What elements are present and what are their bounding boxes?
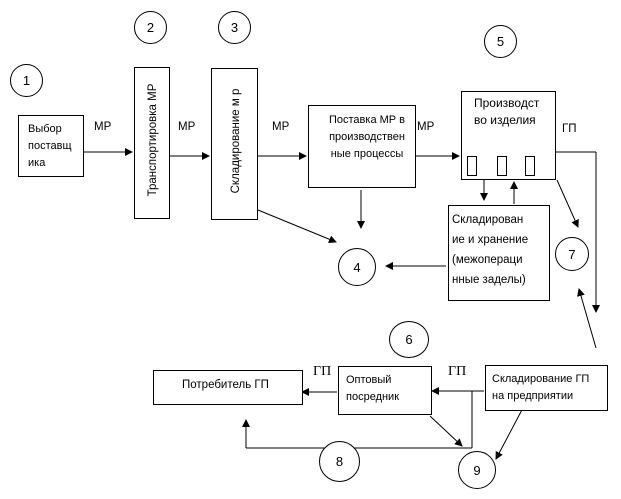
- fp-storage-box: Складирование ГП на предприятии: [485, 365, 608, 411]
- transport-label: Транспортировка МР: [147, 83, 159, 197]
- production-box: Производст во изделия: [461, 91, 556, 180]
- flow-label-mr-3: МР: [272, 121, 290, 133]
- flow-label-mr-1: МР: [94, 121, 112, 133]
- interop-storage-box: Складирован ие и хранение (межопераци нн…: [448, 205, 550, 301]
- supplier-selection-box: Выбор поставщ ика: [18, 115, 84, 177]
- fp-storage-label: Складирование ГП на предприятии: [492, 373, 590, 402]
- step-circle-8: 8: [319, 441, 360, 482]
- flow-label-gp-production: ГП: [562, 123, 577, 135]
- supply-production-box: Поставка МР в производствен ные процессы: [308, 105, 416, 188]
- step-circle-7: 7: [555, 237, 589, 271]
- supply-production-label: Поставка МР в производствен ные процессы: [328, 114, 406, 160]
- operation-block-2: [497, 156, 507, 176]
- supplier-selection-label: Выбор поставщ ика: [28, 123, 72, 169]
- flow-label-mr-4: МР: [417, 121, 435, 133]
- consumer-label: Потребитель ГП: [182, 379, 269, 391]
- step-circle-3: 3: [218, 11, 251, 44]
- storage-mr-box: Складирование м р: [211, 68, 258, 220]
- wholesaler-label: Оптовый посредник: [346, 374, 400, 403]
- production-label: Производст во изделия: [474, 96, 540, 127]
- step-circle-2: 2: [134, 11, 167, 44]
- wholesaler-box: Оптовый посредник: [338, 366, 432, 415]
- transport-box: Транспортировка МР: [134, 67, 170, 219]
- step-circle-1: 1: [10, 64, 43, 97]
- operation-block-1: [467, 156, 477, 176]
- flow-label-mr-2: МР: [178, 121, 196, 133]
- flow-label-gp-wholesaler: ГП: [313, 364, 332, 379]
- interop-storage-label: Складирован ие и хранение (межопераци нн…: [452, 214, 529, 286]
- step-circle-6: 6: [389, 321, 429, 358]
- step-circle-5: 5: [484, 25, 517, 58]
- flow-label-gp-storage: ГП: [448, 364, 467, 379]
- consumer-box: Потребитель ГП: [153, 370, 303, 405]
- storage-mr-label: Складирование м р: [230, 88, 242, 194]
- step-circle-9: 9: [458, 451, 496, 489]
- step-circle-4: 4: [338, 248, 376, 286]
- operation-block-3: [525, 156, 535, 176]
